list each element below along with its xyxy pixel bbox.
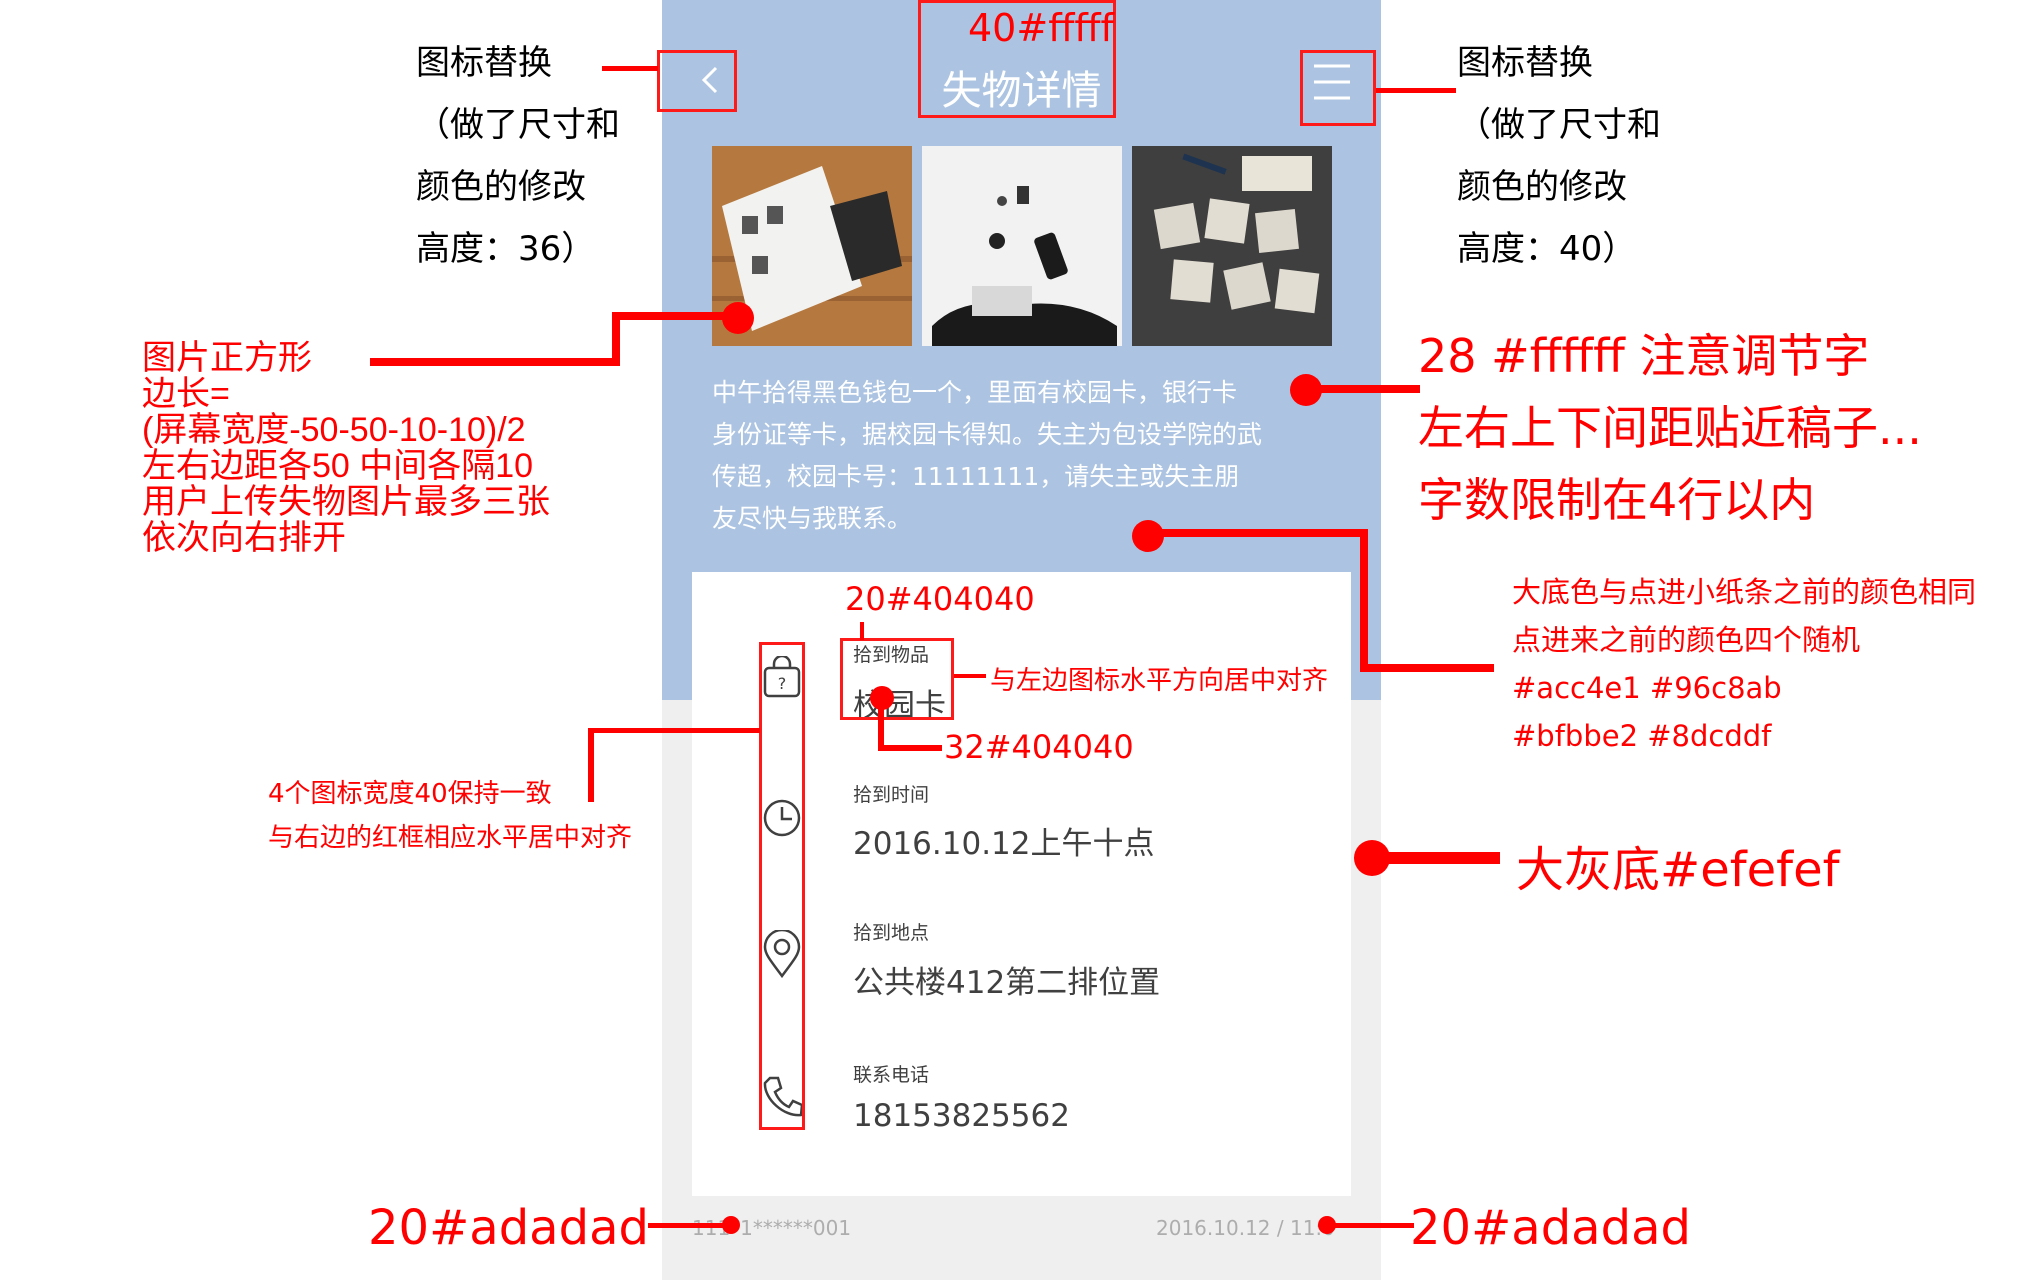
annotation-text: 依次向右排开 bbox=[142, 519, 346, 557]
annotation-box-back bbox=[657, 50, 737, 112]
annotation-text: 图片正方形 bbox=[142, 339, 312, 377]
photo-notes-desk[interactable] bbox=[1132, 146, 1332, 346]
annotation-line bbox=[878, 745, 942, 751]
footer-date: 2016.10.12 / 11:0 bbox=[1156, 1216, 1335, 1240]
annotation-line bbox=[588, 728, 594, 802]
annotation-footer-right-spec: 20#adadad bbox=[1410, 1200, 1691, 1256]
annotation-text: 用户上传失物图片最多三张 bbox=[142, 483, 550, 521]
annotation-menu-note: 图标替换 （做了尺寸和 颜色的修改 高度：40） bbox=[1457, 32, 1661, 280]
annotation-text: (屏幕宽度-50-50-10-10)/2 bbox=[142, 411, 526, 449]
annotation-box-title bbox=[918, 0, 1116, 118]
annotation-line bbox=[1146, 529, 1366, 537]
annotation-text: （做了尺寸和 bbox=[416, 105, 620, 145]
annotation-text: 与右边的红框相应水平居中对齐 bbox=[268, 823, 633, 853]
phone-icon bbox=[762, 1075, 804, 1123]
annotation-line bbox=[648, 1223, 728, 1228]
annotation-line bbox=[878, 698, 884, 750]
phone-link[interactable]: 18153825562 bbox=[853, 1098, 1070, 1134]
annotation-dot bbox=[722, 1216, 740, 1234]
annotation-line bbox=[954, 674, 986, 678]
field-label: 拾到物品 bbox=[853, 644, 930, 666]
back-button[interactable] bbox=[690, 60, 730, 100]
annotation-text: 4个图标宽度40保持一致 bbox=[268, 779, 552, 809]
annotation-text: 字数限制在4行以内 bbox=[1418, 473, 1816, 527]
annotation-line bbox=[1376, 88, 1456, 93]
annotation-line bbox=[602, 66, 658, 71]
page-title: 失物详情 bbox=[941, 68, 1102, 114]
annotation-line bbox=[370, 358, 620, 366]
annotation-text: 28 #ffffff 注意调节字 bbox=[1418, 329, 1870, 383]
annotation-text: 点进来之前的颜色四个随机 bbox=[1512, 623, 1861, 657]
bag-icon: ? bbox=[762, 654, 802, 704]
annotation-line bbox=[1372, 852, 1500, 864]
menu-button[interactable] bbox=[1310, 60, 1354, 104]
annotation-line bbox=[1360, 664, 1494, 672]
annotation-desc-note: 28 #ffffff 注意调节字 左右上下间距贴近稿子... 字数限制在4行以内 bbox=[1418, 320, 1922, 536]
annotation-text: 颜色的修改 bbox=[1457, 167, 1627, 207]
description-line: 友尽快与我联系。 bbox=[712, 504, 913, 533]
chevron-left-icon bbox=[701, 66, 718, 94]
photo-notes-desk-image bbox=[1132, 146, 1332, 346]
svg-text:?: ? bbox=[778, 674, 787, 693]
annotation-text: #acc4e1 #96c8ab bbox=[1512, 671, 1782, 705]
footer-id: 111*1******001 bbox=[692, 1216, 852, 1240]
annotation-gray-note: 大灰底#efefef bbox=[1516, 842, 1840, 898]
annotation-line bbox=[618, 312, 734, 320]
field-value: 2016.10.12上午十点 bbox=[853, 826, 1155, 862]
annotation-title-spec: 40#fffff bbox=[968, 6, 1114, 50]
annotation-line bbox=[612, 312, 620, 364]
description-line: 传超，校园卡号：11111111，请失主或失主朋 bbox=[712, 462, 1240, 491]
annotation-text: 左右上下间距贴近稿子... bbox=[1418, 401, 1922, 455]
annotation-line bbox=[860, 622, 864, 640]
annotation-text: 左右边距各50 中间各隔10 bbox=[142, 447, 534, 485]
annotation-box-label bbox=[840, 638, 954, 720]
photo-keys-phone-bag-image bbox=[922, 146, 1122, 346]
annotation-line bbox=[1334, 1223, 1414, 1228]
annotation-text: 图标替换 bbox=[416, 43, 552, 83]
annotation-footer-left-spec: 20#adadad bbox=[368, 1200, 649, 1256]
description: 中午拾得黑色钱包一个，里面有校园卡，银行卡 身份证等卡，据校园卡得知。失主为包设… bbox=[712, 372, 1332, 540]
annotation-text: 高度：40） bbox=[1457, 229, 1637, 269]
annotation-dot bbox=[1318, 1216, 1336, 1234]
annotation-line bbox=[590, 728, 760, 733]
annotation-line bbox=[1360, 529, 1368, 671]
description-line: 中午拾得黑色钱包一个，里面有校园卡，银行卡 bbox=[712, 378, 1238, 407]
annotation-box-menu bbox=[1300, 50, 1376, 126]
annotation-bg-note: 大底色与点进小纸条之前的颜色相同 点进来之前的颜色四个随机 #acc4e1 #9… bbox=[1512, 568, 1976, 760]
annotation-text: 高度：36） bbox=[416, 229, 596, 269]
annotation-box-icons bbox=[759, 642, 805, 1130]
field-label: 拾到地点 bbox=[853, 922, 930, 944]
photo-wallet-book-image bbox=[712, 146, 912, 346]
clock-icon bbox=[762, 798, 802, 842]
annotation-label-spec: 20#404040 bbox=[845, 580, 1035, 618]
annotation-text: （做了尺寸和 bbox=[1457, 105, 1661, 145]
annotation-text: #bfbbe2 #8dcddf bbox=[1512, 719, 1772, 753]
field-value: 公共楼412第二排位置 bbox=[853, 965, 1161, 1001]
annotation-text: 大底色与点进小纸条之前的颜色相同 bbox=[1512, 575, 1977, 609]
annotation-align-note: 与左边图标水平方向居中对齐 bbox=[990, 666, 1329, 696]
field-label: 拾到时间 bbox=[853, 784, 930, 806]
detail-card bbox=[692, 572, 1351, 1196]
hamburger-menu-icon bbox=[1314, 64, 1350, 100]
annotation-text: 颜色的修改 bbox=[416, 167, 586, 207]
field-label: 联系电话 bbox=[853, 1064, 930, 1086]
annotation-text: 图标替换 bbox=[1457, 43, 1593, 83]
description-line: 身份证等卡，据校园卡得知。失主为包设学院的武 bbox=[712, 420, 1263, 449]
annotation-line bbox=[1300, 385, 1420, 393]
location-pin-icon bbox=[762, 928, 802, 982]
annotation-text: 边长= bbox=[142, 375, 230, 413]
annotation-icon-note: 4个图标宽度40保持一致 与右边的红框相应水平居中对齐 bbox=[268, 772, 632, 860]
annotation-value-spec: 32#404040 bbox=[944, 728, 1134, 766]
photo-keys-phone-bag[interactable] bbox=[922, 146, 1122, 346]
annotation-back-note: 图标替换 （做了尺寸和 颜色的修改 高度：36） bbox=[416, 32, 620, 280]
annotation-photo-note: 图片正方形 边长= (屏幕宽度-50-50-10-10)/2 左右边距各50 中… bbox=[142, 340, 550, 556]
